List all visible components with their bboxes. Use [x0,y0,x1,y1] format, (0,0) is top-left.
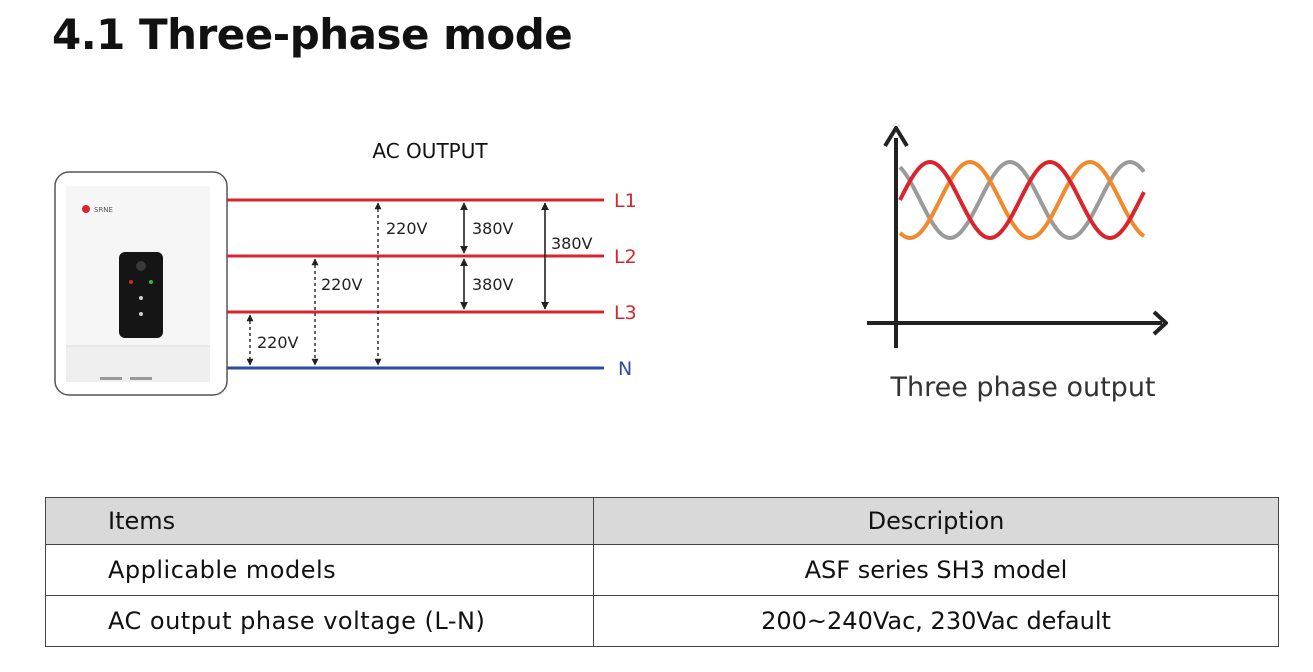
voltage-label-l2-n: 220V [321,275,363,294]
waveform-phase-b [898,159,1146,241]
voltage-label-l1-n: 220V [386,219,428,238]
line-label-l1: L1 [614,190,637,212]
voltage-label-l3-n: 220V [257,333,299,352]
page-title: 4.1 Three-phase mode [52,10,573,59]
voltage-label-l2-l3: 380V [472,275,514,294]
ac-output-heading: AC OUTPUT [372,139,488,163]
brand-logo-icon [82,205,90,213]
voltage-label-l1-l2: 380V [472,219,514,238]
x-axis-arrow-icon [1152,310,1168,336]
item-cell: Applicable models [45,544,594,596]
display-panel [119,252,163,338]
voltage-label-l1-l3: 380V [551,234,593,253]
waveform-caption: Three phase output [889,372,1155,403]
three-phase-waveform: Three phase output [867,126,1168,403]
header-items: Items [45,497,594,545]
waveform-phase-a [898,159,1146,241]
y-axis-arrow-icon [883,126,909,148]
table-row: Applicable models ASF series SH3 model [45,544,1279,596]
spec-table: Items Description Applicable models ASF … [45,497,1279,647]
header-description: Description [593,497,1279,545]
waveform-phase-c [898,159,1146,241]
table-header-row: Items Description [45,497,1279,545]
table-row: AC output phase voltage (L-N) 200~240Vac… [45,595,1279,647]
description-cell: 200~240Vac, 230Vac default [593,595,1279,647]
ac-output-wiring-diagram: AC OUTPUT SRNE L1 L2 L3 N 220V 220V 220V… [54,139,637,396]
brand-mark: SRNE [94,206,113,214]
line-label-l3: L3 [614,302,637,324]
description-cell: ASF series SH3 model [593,544,1279,596]
inverter-device: SRNE [54,171,228,396]
line-label-l2: L2 [614,246,637,268]
item-cell: AC output phase voltage (L-N) [45,595,594,647]
line-label-n: N [618,358,632,380]
